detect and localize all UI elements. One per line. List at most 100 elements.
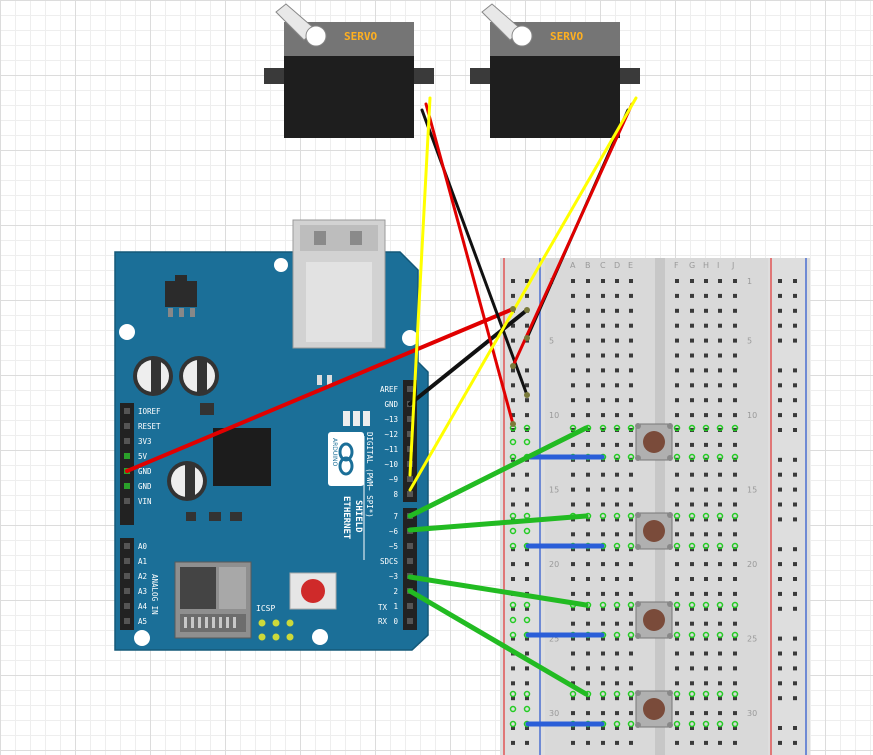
breadboard-hole[interactable] [629,681,633,686]
breadboard-hole[interactable] [586,651,590,656]
breadboard-hole[interactable] [615,666,619,671]
rail-hole[interactable] [525,279,529,283]
breadboard-hole[interactable] [690,323,694,328]
breadboard-hole[interactable] [601,442,605,447]
breadboard-hole[interactable] [615,442,619,447]
breadboard-hole[interactable] [675,442,679,447]
breadboard-hole[interactable] [571,293,575,298]
breadboard-hole[interactable] [629,472,633,477]
breadboard-hole[interactable] [675,323,679,328]
breadboard-hole[interactable] [571,532,575,537]
breadboard-hole[interactable] [586,591,590,596]
breadboard-hole[interactable] [586,621,590,626]
breadboard-hole[interactable] [690,696,694,701]
breadboard-hole[interactable] [675,293,679,298]
rail-hole[interactable] [511,323,515,328]
breadboard-hole[interactable] [629,636,633,641]
breadboard-hole[interactable] [586,666,590,671]
breadboard-hole[interactable] [571,666,575,671]
breadboard-hole[interactable] [690,621,694,626]
breadboard-hole[interactable] [718,711,722,716]
rail-hole[interactable] [778,726,782,730]
wire-ground[interactable] [408,308,529,406]
header-pin[interactable] [124,453,130,459]
breadboard-hole[interactable] [704,383,708,388]
rail-hole[interactable] [511,338,515,343]
breadboard-hole[interactable] [571,502,575,507]
breadboard-hole[interactable] [690,398,694,403]
breadboard-hole[interactable] [733,726,737,730]
breadboard-hole[interactable] [718,591,722,596]
wire-green[interactable] [407,574,589,608]
breadboard-hole[interactable] [704,517,708,522]
header-pin[interactable] [124,408,130,414]
breadboard-hole[interactable] [675,502,679,507]
breadboard-hole[interactable] [586,383,590,388]
breadboard-hole[interactable] [675,740,679,745]
breadboard-hole[interactable] [733,383,737,388]
rail-hole[interactable] [778,562,782,567]
breadboard-hole[interactable] [690,353,694,358]
breadboard-hole[interactable] [704,308,708,313]
breadboard-hole[interactable] [601,308,605,313]
breadboard-hole[interactable] [629,279,633,283]
breadboard-hole[interactable] [690,726,694,730]
breadboard-hole[interactable] [629,621,633,626]
rail-hole[interactable] [793,457,797,462]
breadboard-hole[interactable] [571,696,575,701]
breadboard-hole[interactable] [586,353,590,358]
breadboard-hole[interactable] [586,517,590,522]
breadboard-hole[interactable] [601,606,605,611]
rail-hole[interactable] [778,666,782,671]
header-pin[interactable] [124,543,130,549]
rail-hole[interactable] [793,413,797,418]
rail-hole[interactable] [525,726,529,730]
breadboard-hole[interactable] [629,502,633,507]
breadboard-hole[interactable] [733,577,737,581]
rail-hole[interactable] [793,696,797,701]
rail-hole[interactable] [793,740,797,745]
breadboard-hole[interactable] [675,353,679,358]
breadboard-hole[interactable] [629,353,633,358]
header-pin[interactable] [407,618,413,624]
breadboard-hole[interactable] [586,636,590,641]
breadboard-hole[interactable] [629,413,633,418]
breadboard-hole[interactable] [675,279,679,283]
rail-hole[interactable] [525,681,529,686]
breadboard-hole[interactable] [733,651,737,656]
breadboard-hole[interactable] [704,740,708,745]
header-pin[interactable] [407,386,413,392]
breadboard-hole[interactable] [601,726,605,730]
rail-hole[interactable] [778,383,782,388]
rail-hole[interactable] [793,726,797,730]
breadboard-hole[interactable] [718,323,722,328]
rail-hole[interactable] [793,308,797,313]
breadboard-hole[interactable] [704,666,708,671]
breadboard-hole[interactable] [704,323,708,328]
rail-hole[interactable] [778,636,782,641]
rail-hole[interactable] [525,368,529,373]
rail-hole[interactable] [793,487,797,492]
breadboard-hole[interactable] [733,606,737,611]
rail-hole[interactable] [511,666,515,671]
breadboard-hole[interactable] [615,651,619,656]
breadboard-hole[interactable] [571,323,575,328]
rail-hole[interactable] [793,517,797,522]
breadboard-hole[interactable] [733,636,737,641]
breadboard-hole[interactable] [615,383,619,388]
rail-hole[interactable] [525,636,529,641]
rail-hole[interactable] [793,472,797,477]
breadboard-hole[interactable] [690,532,694,537]
rail-hole[interactable] [511,562,515,567]
rail-hole[interactable] [778,591,782,596]
breadboard-hole[interactable] [601,681,605,686]
wire-green[interactable] [407,513,589,533]
breadboard-hole[interactable] [690,502,694,507]
header-pin[interactable] [124,618,130,624]
rail-hole[interactable] [793,606,797,611]
breadboard-hole[interactable] [601,293,605,298]
breadboard-hole[interactable] [733,353,737,358]
breadboard-hole[interactable] [629,398,633,403]
rail-hole[interactable] [525,323,529,328]
breadboard-hole[interactable] [615,726,619,730]
